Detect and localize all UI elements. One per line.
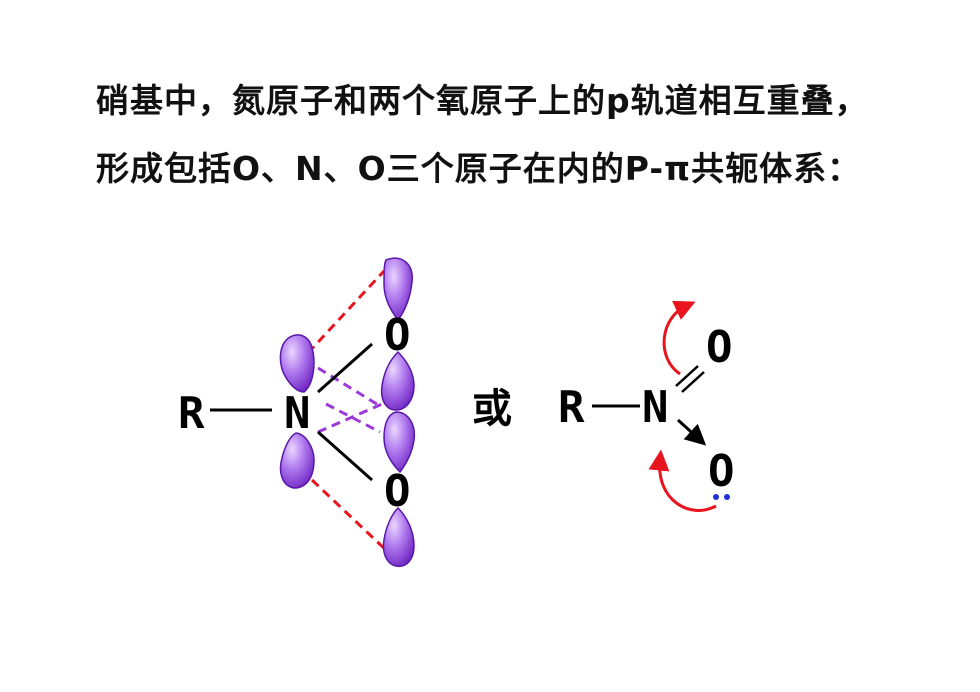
resonance-structure: R N O O [558, 300, 735, 512]
nitrogen-orbital-upper-lobe [279, 334, 315, 393]
overlap-line-bottom [310, 478, 390, 554]
left-substituent-r: R [178, 388, 205, 439]
right-oxygen-top-atom: O [706, 322, 733, 373]
overlap-line-inner-3 [325, 402, 381, 434]
lone-pair-dot-1 [713, 494, 719, 500]
heading-line-1: 硝基中，氮原子和两个氧原子上的p轨道相互重叠， [96, 81, 869, 120]
right-oxygen-bottom-atom: O [708, 446, 735, 497]
right-substituent-r: R [558, 382, 585, 433]
n-o-bottom-bond [317, 430, 373, 482]
oxygen-bottom-orbital-upper-lobe [383, 411, 416, 474]
n-o-top-bond [317, 342, 373, 394]
orbital-picture: R N O O [178, 257, 416, 568]
oxygen-top-orbital-lower-lobe [380, 350, 415, 411]
curved-arrow-top [662, 300, 696, 376]
n-o-double-bond-line-2 [681, 371, 705, 393]
overlap-line-inner-1 [317, 366, 381, 408]
left-nitrogen-atom: N [284, 388, 311, 439]
n-o-single-bond-arrow [676, 418, 707, 446]
heading-line-2: 形成包括O、N、O三个原子在内的P-π共轭体系： [96, 149, 862, 188]
lone-pair-dot-2 [724, 494, 730, 500]
left-oxygen-top-atom: O [384, 310, 411, 361]
overlap-line-top [306, 269, 386, 355]
left-oxygen-bottom-atom: O [384, 466, 411, 517]
overlap-line-inner-2 [317, 402, 383, 434]
n-o-double-bond-line-1 [675, 365, 699, 387]
oxygen-top-orbital-upper-lobe [383, 257, 413, 322]
nitrogen-orbital-lower-lobe [279, 432, 315, 489]
oxygen-bottom-orbital-lower-lobe [382, 506, 415, 568]
right-nitrogen-atom: N [642, 382, 669, 433]
curved-arrow-bottom [648, 449, 717, 512]
or-word: 或 [472, 386, 512, 432]
